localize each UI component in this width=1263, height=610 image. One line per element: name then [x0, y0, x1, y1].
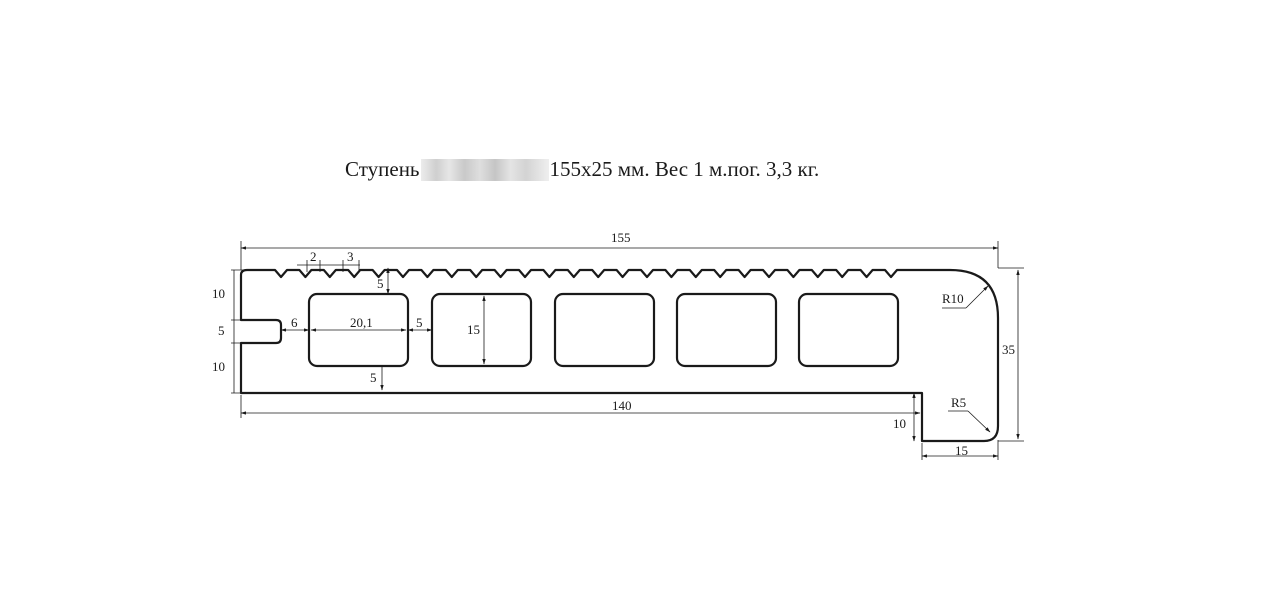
- chamber-5: [797, 292, 900, 368]
- label-2: 2: [310, 249, 317, 264]
- label-r10: R10: [942, 291, 964, 306]
- label-140: 140: [612, 398, 632, 413]
- blurred-name: [420, 158, 549, 181]
- label-5-groove: 5: [377, 276, 384, 291]
- chamber-4: [675, 292, 778, 368]
- label-15-nose: 15: [955, 443, 968, 458]
- label-10-top: 10: [212, 286, 225, 301]
- title-suffix: 155х25 мм. Вес 1 м.пог. 3,3 кг.: [549, 157, 820, 181]
- label-10-bottom: 10: [212, 359, 225, 374]
- label-35: 35: [1002, 342, 1015, 357]
- label-6: 6: [291, 315, 298, 330]
- title-prefix: Ступень: [345, 157, 420, 181]
- label-5-bottom: 5: [370, 370, 377, 385]
- dimension-labels: 155 2 3 5 10 5 10 6 20,1 5 15 5 R10 35 1…: [212, 230, 1015, 458]
- label-r5: R5: [951, 395, 966, 410]
- label-10-nose: 10: [893, 416, 906, 431]
- label-155: 155: [611, 230, 631, 245]
- drawing-title: Ступень 155х25 мм. Вес 1 м.пог. 3,3 кг.: [345, 157, 819, 182]
- label-15-cavity: 15: [467, 322, 480, 337]
- label-3: 3: [347, 249, 354, 264]
- label-5-tongue: 5: [218, 323, 225, 338]
- dimension-lines: [231, 241, 1024, 460]
- chamber-2: [430, 292, 533, 368]
- chamber-3: [553, 292, 656, 368]
- hollow-chambers: [307, 292, 900, 368]
- label-5-wall: 5: [416, 315, 423, 330]
- profile-outline: [239, 268, 1000, 443]
- label-20-1: 20,1: [350, 315, 373, 330]
